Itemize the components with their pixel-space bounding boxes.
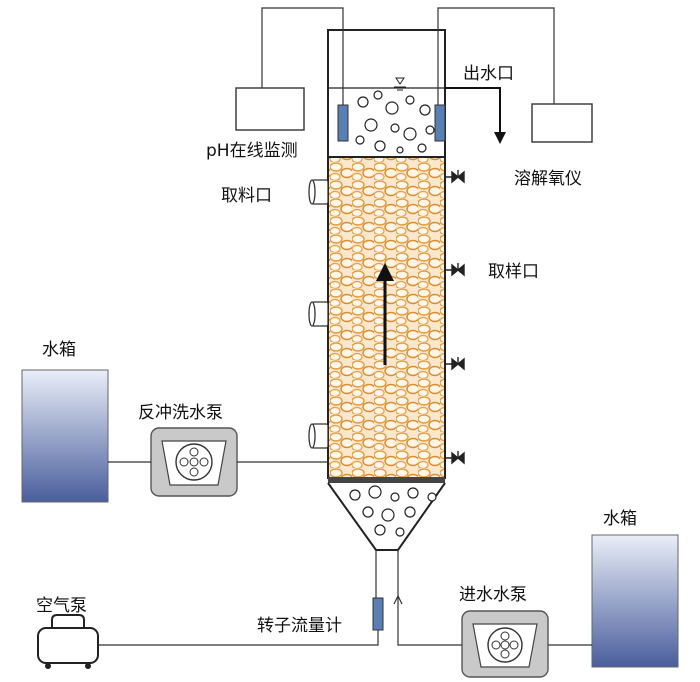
backwash-pump-label: 反冲洗水泵 xyxy=(138,403,223,423)
water-level-icon xyxy=(394,77,406,91)
ph-monitor-box xyxy=(235,87,305,131)
do-probe xyxy=(434,104,446,142)
do-meter-box xyxy=(531,103,593,143)
do-meter-label: 溶解氧仪 xyxy=(514,169,582,189)
water-tank-left xyxy=(21,369,109,503)
bubbles-top xyxy=(355,90,435,154)
air-pump xyxy=(37,614,99,669)
outlet-pipe xyxy=(445,87,506,144)
bubbles-bottom xyxy=(349,485,437,537)
rotameter-label: 转子流量计 xyxy=(257,616,342,636)
backwash-pump xyxy=(150,427,238,497)
ph-probe xyxy=(337,104,349,142)
water-tank-left-label: 水箱 xyxy=(42,340,76,360)
material-port-label: 取料口 xyxy=(221,186,272,206)
ph-monitor-label: pH在线监测 xyxy=(206,141,298,161)
water-tank-right xyxy=(591,534,679,668)
air-pump-label: 空气泵 xyxy=(36,596,87,616)
material-ports xyxy=(308,179,329,449)
water-tank-right-label: 水箱 xyxy=(603,509,637,529)
inlet-pump xyxy=(461,610,549,678)
inlet-pump-label: 进水水泵 xyxy=(459,585,527,605)
rotameter xyxy=(372,597,384,631)
sampling-port-label: 取样口 xyxy=(488,262,539,282)
water-outlet-label: 出水口 xyxy=(463,64,514,84)
sampling-valves xyxy=(445,170,465,465)
